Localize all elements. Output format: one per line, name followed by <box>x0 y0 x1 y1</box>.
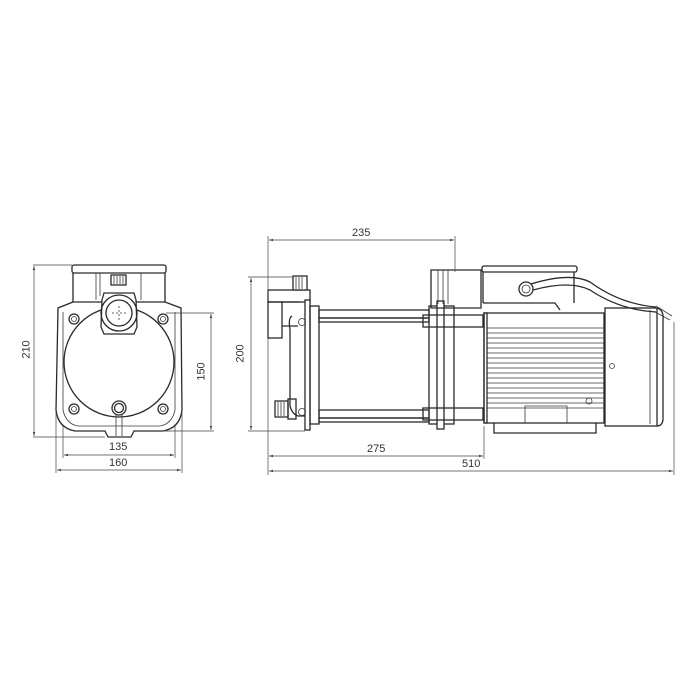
dim-front-width-total: 160 <box>109 457 128 469</box>
dim-front-width-bolts: 135 <box>109 441 128 453</box>
side-view <box>267 265 673 434</box>
dim-side-length-to-motor: 275 <box>367 443 386 455</box>
dim-side-height: 200 <box>234 344 247 363</box>
dim-side-length-total: 510 <box>462 458 481 470</box>
dim-front-height-bolts: 150 <box>195 362 208 381</box>
front-view-dimensions <box>32 264 214 473</box>
dim-side-top-length: 235 <box>352 227 371 239</box>
front-view <box>55 264 183 438</box>
dim-front-height-total: 210 <box>20 340 33 359</box>
side-view-dimensions <box>248 236 675 475</box>
